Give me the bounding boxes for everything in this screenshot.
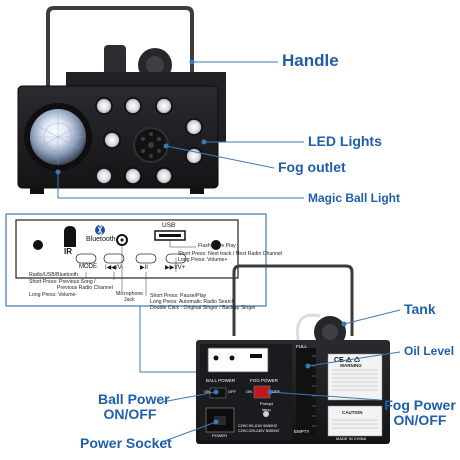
ball-off-label: OFF xyxy=(228,389,236,394)
prev-short-note-2: Previous Radio Channel xyxy=(57,285,113,291)
mic-note-1: Microphone xyxy=(116,291,144,297)
prev-button-label: I◀◀/V- xyxy=(105,265,124,271)
ball-power-callout: Ball Power ON/OFF xyxy=(98,391,170,422)
next-short-note: Short Press: Next track / Next Radio Cha… xyxy=(178,251,283,257)
panel-annotation-lines xyxy=(85,240,196,296)
prev-long-note: Long Press: Volume- xyxy=(29,292,78,298)
prev-short-note-1: Short Press: Previous Song / xyxy=(29,279,96,285)
warning-label: WARNING xyxy=(340,363,362,368)
control-panel xyxy=(15,219,239,279)
power-socket-callout: Power Socket xyxy=(80,435,172,451)
fog-power-callout-line1: Fog Power xyxy=(384,397,456,413)
play-short-note: Short Press: Pause/Play xyxy=(150,293,207,299)
fog-on-label: ON xyxy=(246,389,252,394)
ball-power-callout-line2: ON/OFF xyxy=(103,405,157,422)
next-long-note: Long Press: Volume+ xyxy=(178,257,228,263)
play-double-note: Double Click : Original Singer / Backup … xyxy=(150,305,256,311)
fog-off-label: OFF xyxy=(272,389,280,394)
led-lights-callout: LED Lights xyxy=(308,133,382,149)
gauge-empty-label: EMPTY xyxy=(294,429,310,434)
flash-drive-note: Flash Drive Play xyxy=(198,243,236,249)
bluetooth-label: Bluetooth xyxy=(86,236,116,243)
ball-on-label: ON xyxy=(204,389,210,394)
play-button-label: ▶II xyxy=(140,265,148,271)
play-long-note: Long Press: Automatic Radio Search xyxy=(150,299,235,305)
callout-lines-top xyxy=(55,59,304,199)
mode-note: Radio/USB/Bluetooth xyxy=(29,272,79,278)
magic-ball-callout: Magic Ball Light xyxy=(308,191,401,205)
spec-line-1: CZHC:90-110V 50/60HZ xyxy=(238,424,278,428)
ball-power-panel-label: BALL POWER xyxy=(206,378,236,383)
callout-lines-bottom xyxy=(161,309,401,443)
usb-label: USB xyxy=(162,222,176,229)
spec-line-2: CZHC:220-240V 50/60HZ xyxy=(238,429,280,433)
mic-note-2: Jack xyxy=(124,297,135,303)
caution-label: CAUTION xyxy=(342,410,363,415)
mode-button-shape xyxy=(75,253,97,264)
fog-power-callout: Fog Power ON/OFF xyxy=(384,398,456,427)
made-in-label: MADE IN CHINA xyxy=(336,436,367,441)
gauge-full-label: FULL xyxy=(296,344,308,349)
ir-receiver xyxy=(64,226,76,247)
fog-outlet-callout: Fog outlet xyxy=(278,159,346,175)
next-button-label: ▶▶I/V+ xyxy=(165,265,186,271)
led-lights xyxy=(95,97,203,185)
prompt-lamp-label-2: lamp xyxy=(262,407,271,412)
rear-machine: CE ⚠ ♺ xyxy=(196,264,390,444)
fog-power-callout-line2: ON/OFF xyxy=(393,411,447,428)
tank-callout: Tank xyxy=(404,301,436,317)
fog-power-panel-label: FOG POWER xyxy=(250,378,278,383)
handle-callout: Handle xyxy=(282,51,339,70)
power-label: POWER xyxy=(212,433,228,438)
oil-level-callout: Oil Level xyxy=(404,344,455,358)
ir-label: IR xyxy=(64,247,72,256)
prompt-lamp-label-1: Prompt xyxy=(260,401,273,406)
mode-button-label: MODE xyxy=(79,264,97,270)
top-machine xyxy=(17,6,226,194)
ball-power-callout-line1: Ball Power xyxy=(98,391,170,407)
handle-bar xyxy=(46,6,194,118)
